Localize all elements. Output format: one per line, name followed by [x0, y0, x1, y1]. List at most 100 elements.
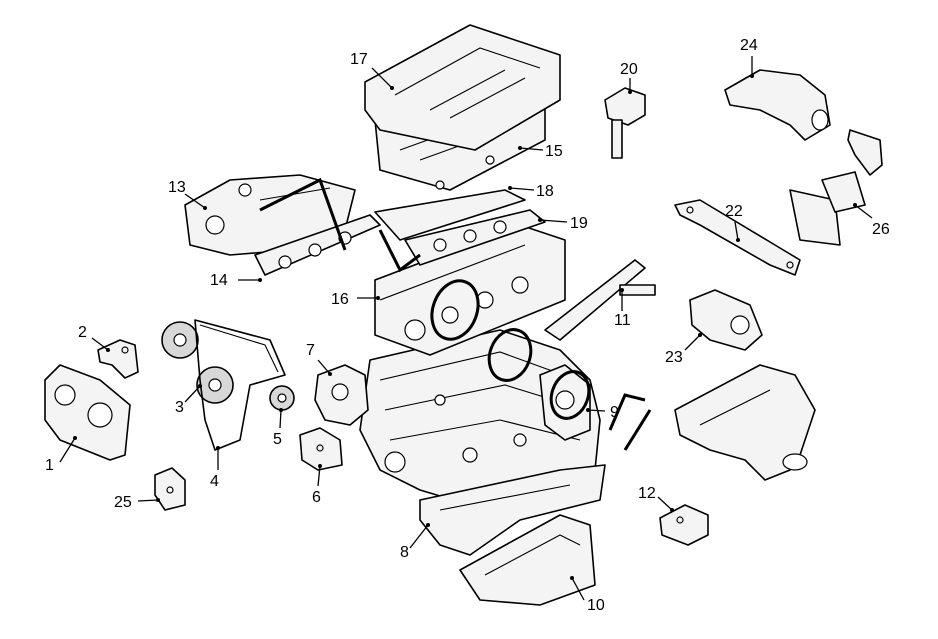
timing-belt: [194, 319, 286, 451]
callout-label-22: 22: [725, 203, 743, 220]
callout-label-8: 8: [400, 544, 409, 561]
leader-dot-20: [628, 90, 632, 94]
callout-label-3: 3: [175, 399, 184, 416]
engine-mount-25: [154, 467, 186, 511]
callout-1: 1: [45, 436, 77, 474]
crank-sprocket: [196, 366, 234, 404]
callout-label-14: 14: [210, 272, 228, 289]
callout-23: 23: [665, 333, 702, 366]
callout-label-13: 13: [168, 179, 186, 196]
leader-line-25: [137, 499, 159, 502]
callout-label-11: 11: [614, 312, 631, 329]
callout-17: 17: [350, 51, 394, 90]
leader-dot-6: [318, 464, 322, 468]
ignition-coil: [604, 87, 646, 159]
leader-line-1: [59, 437, 76, 463]
leader-line-7: [317, 359, 331, 375]
exhaust-manifold: [674, 364, 816, 481]
callout-8: 8: [400, 523, 430, 561]
callout-label-6: 6: [312, 489, 321, 506]
camshaft-sprocket: [161, 321, 199, 359]
belt-tensioner: [269, 385, 295, 411]
leader-line-12: [657, 496, 673, 511]
leader-dot-15: [518, 146, 522, 150]
bracket-6: [299, 427, 343, 471]
callout-3: 3: [175, 384, 202, 416]
leader-dot-7: [328, 372, 332, 376]
leader-dot-24: [750, 74, 754, 78]
callout-label-16: 16: [331, 291, 349, 308]
leader-line-3: [184, 385, 201, 403]
callout-14: 14: [210, 272, 262, 289]
callout-18: 18: [508, 183, 554, 200]
leader-line-26: [854, 204, 873, 219]
leader-dot-18: [508, 186, 512, 190]
callout-13: 13: [168, 179, 207, 210]
timing-cover: [44, 364, 131, 461]
callout-15: 15: [518, 143, 563, 160]
bracket-2: [97, 339, 139, 379]
leader-line-17: [371, 67, 393, 89]
intake-gasket: [254, 214, 381, 276]
autosoft-watermark: [259, 177, 652, 451]
leader-dot-23: [698, 333, 702, 337]
callout-25: 25: [114, 494, 160, 511]
leader-line-18: [509, 187, 535, 191]
leader-dot-5: [279, 408, 283, 412]
callout-label-25: 25: [114, 494, 132, 511]
leader-dot-3: [198, 384, 202, 388]
callout-label-1: 1: [45, 457, 54, 474]
callout-label-23: 23: [665, 349, 683, 366]
leader-dot-9: [586, 408, 590, 412]
callout-2: 2: [78, 324, 110, 352]
leader-dot-22: [736, 238, 740, 242]
leader-dot-16: [376, 296, 380, 300]
leader-dot-8: [426, 523, 430, 527]
leader-line-6: [317, 465, 321, 487]
callout-24: 24: [740, 37, 758, 78]
callout-19: 19: [538, 215, 588, 232]
leader-dot-17: [390, 86, 394, 90]
leader-dot-10: [570, 576, 574, 580]
leader-dot-26: [853, 203, 857, 207]
leader-dot-13: [203, 206, 207, 210]
callout-5: 5: [273, 408, 283, 448]
leader-dot-19: [538, 218, 542, 222]
callout-20: 20: [620, 61, 638, 94]
leader-dot-2: [106, 348, 110, 352]
callout-label-5: 5: [273, 431, 282, 448]
engine-cover: [364, 24, 561, 151]
callout-4: 4: [210, 446, 220, 490]
oil-pan: [419, 464, 606, 556]
leader-line-2: [91, 337, 109, 351]
leader-line-15: [519, 147, 544, 151]
callout-label-15: 15: [545, 143, 563, 160]
mount-12: [659, 504, 709, 546]
callout-11: 11: [614, 288, 631, 329]
throttle-body: [689, 289, 763, 351]
head-gasket: [404, 209, 546, 266]
air-filter-assembly: [789, 129, 883, 246]
callout-label-20: 20: [620, 61, 638, 78]
leader-line-19: [539, 219, 568, 223]
leader-dot-12: [670, 508, 674, 512]
callout-label-18: 18: [536, 183, 554, 200]
callout-16: 16: [331, 291, 380, 308]
callout-label-12: 12: [638, 485, 656, 502]
callout-label-2: 2: [78, 324, 87, 341]
head-cover-gasket: [374, 189, 526, 241]
callout-22: 22: [725, 203, 743, 242]
leader-dot-4: [216, 446, 220, 450]
callout-label-9: 9: [610, 404, 619, 421]
callout-10: 10: [570, 576, 605, 614]
callout-label-17: 17: [350, 51, 368, 68]
leader-dot-1: [73, 436, 77, 440]
callout-7: 7: [306, 342, 332, 376]
leader-line-23: [684, 334, 701, 351]
water-pump: [314, 364, 369, 426]
leader-line-5: [279, 409, 282, 429]
leader-line-10: [571, 577, 585, 601]
callout-label-10: 10: [587, 597, 605, 614]
leader-line-8: [409, 524, 429, 549]
leader-dot-14: [258, 278, 262, 282]
